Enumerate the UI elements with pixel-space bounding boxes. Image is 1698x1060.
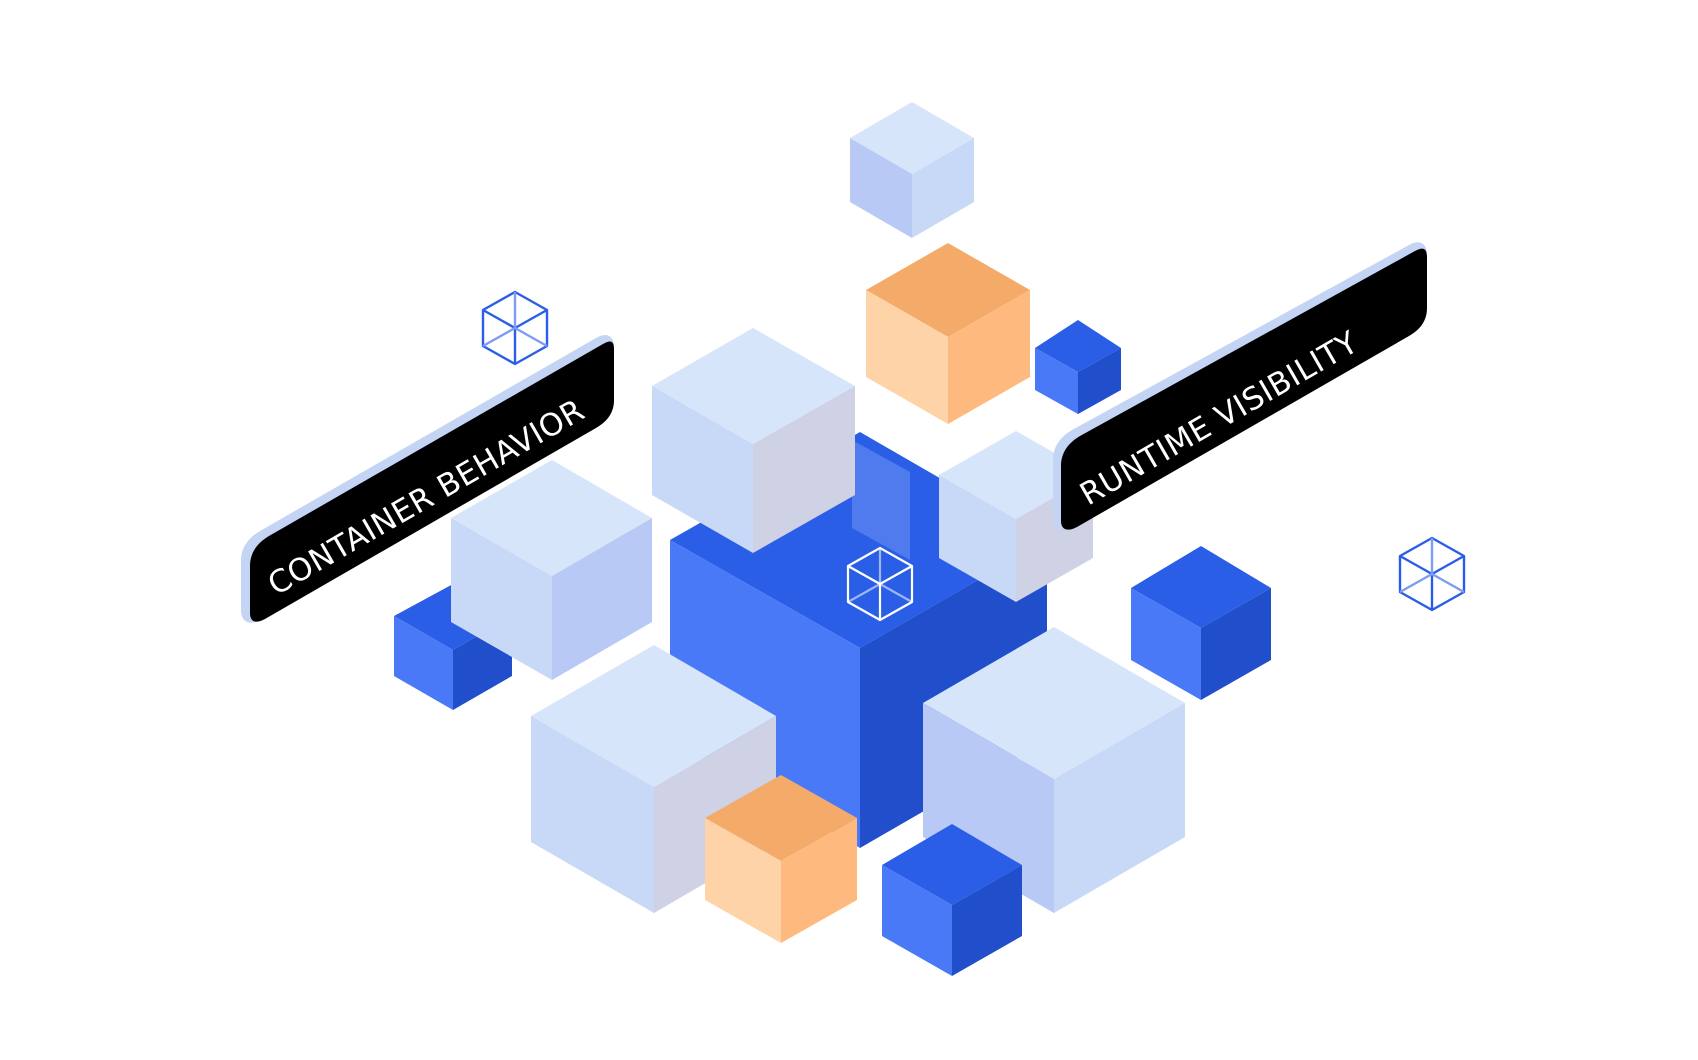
light-cube-left [451,460,652,680]
light-cube-bottom-right [923,627,1185,913]
light-cube-upper-center [652,328,855,553]
top-light-cube [850,102,974,238]
bottom-orange-cube [705,775,857,943]
bottom-blue-cube [882,824,1022,976]
small-blue-cube-top-right [1035,320,1121,414]
blue-cube-right [1131,546,1271,700]
cube-outline-icon [481,290,549,366]
cube-outline-icon [846,546,914,622]
cube-outline-icon [1398,536,1466,612]
top-orange-cube [866,243,1030,424]
